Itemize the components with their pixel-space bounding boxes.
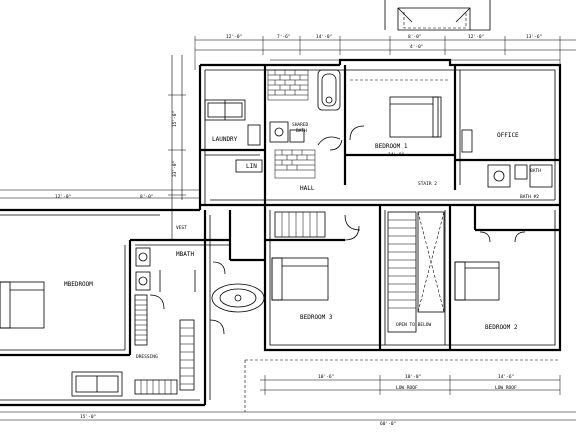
label-master-bedroom: MBEDROOM bbox=[64, 281, 93, 288]
top-dimensions: 12'-0" 7'-6" 14'-0" 8'-0" 12'-0" 13'-6" … bbox=[194, 34, 576, 70]
stairs: OPEN TO BELOW bbox=[387, 211, 445, 333]
master-bedroom: MBEDROOM bbox=[0, 281, 123, 397]
upper-building-walls bbox=[198, 58, 562, 210]
dim-top-a: 12'-0" bbox=[226, 34, 242, 40]
label-office: OFFICE bbox=[497, 132, 519, 139]
dim-left-wing-b: 8'-0" bbox=[140, 194, 154, 200]
label-lin: LIN bbox=[246, 163, 257, 170]
dim-left-wing-a: 12'-0" bbox=[55, 194, 71, 200]
brick-pattern bbox=[267, 69, 309, 101]
dim-bottom-a: 10'-6" bbox=[318, 374, 334, 380]
label-dressing: DRESSING bbox=[136, 354, 158, 360]
master-bath: MBATH VEST bbox=[135, 225, 265, 313]
dim-top-d: 8'-0" bbox=[408, 34, 422, 40]
dim-left-b: 33'-0" bbox=[172, 161, 178, 177]
dim-top-b: 7'-6" bbox=[277, 34, 291, 40]
left-dimensions: 15'-0" 33'-0" bbox=[168, 55, 186, 240]
label-vest: VEST bbox=[176, 225, 187, 231]
dim-top-c: 14'-0" bbox=[316, 34, 332, 40]
hall-stair bbox=[274, 211, 361, 241]
dim-bottom-c: 14'-6" bbox=[498, 374, 514, 380]
dim-left-a: 15'-0" bbox=[172, 111, 178, 127]
label-bedroom-1-size: 14'-8" bbox=[388, 152, 404, 158]
dim-bottom-total: 60'-0" bbox=[380, 421, 396, 427]
label-hall: HALL bbox=[300, 185, 315, 192]
label-bedroom-1: BEDROOM 1 bbox=[375, 143, 408, 150]
roof-outline bbox=[384, 0, 491, 31]
dim-bottom-b: 10'-0" bbox=[405, 374, 421, 380]
bath-2-mark: BATH bbox=[530, 168, 541, 174]
tile-pattern bbox=[274, 149, 316, 179]
lower-building-walls bbox=[263, 205, 562, 352]
bedroom-1: BEDROOM 1 14'-8" STAIR 2 bbox=[349, 79, 450, 187]
bath-2: BATH #2 BATH bbox=[487, 164, 553, 200]
dim-bottom-e: LOW ROOF bbox=[495, 385, 517, 391]
dim-top-f: 13'-6" bbox=[526, 34, 542, 40]
label-bath-2: BATH #2 bbox=[520, 194, 539, 200]
dim-top-e: 12'-0" bbox=[468, 34, 484, 40]
dim-bottom-d: LOW ROOF bbox=[396, 385, 418, 391]
bedroom-3: BEDROOM 3 bbox=[271, 257, 333, 321]
label-bedroom-2: BEDROOM 2 bbox=[485, 324, 518, 331]
label-stair: STAIR 2 bbox=[418, 181, 437, 187]
dim-top-g: 4'-0" bbox=[410, 44, 424, 50]
office-room: OFFICE bbox=[461, 129, 519, 153]
bedroom-2: BEDROOM 2 bbox=[454, 231, 526, 331]
left-wing-walls: 12'-0" 8'-0" bbox=[0, 189, 265, 407]
label-laundry: LAUNDRY bbox=[212, 136, 238, 143]
dressing-room: DRESSING bbox=[134, 294, 225, 395]
bottom-dimensions: 10'-6" 10'-0" 14'-6" LOW ROOF LOW ROOF 6… bbox=[0, 359, 576, 427]
label-mbath: MBATH bbox=[176, 251, 194, 258]
dim-bottom-left: 15'-0" bbox=[80, 414, 96, 420]
label-open-to-below: OPEN TO BELOW bbox=[396, 322, 432, 328]
label-bedroom-3: BEDROOM 3 bbox=[300, 314, 333, 321]
laundry-room: LAUNDRY LIN bbox=[204, 99, 263, 173]
